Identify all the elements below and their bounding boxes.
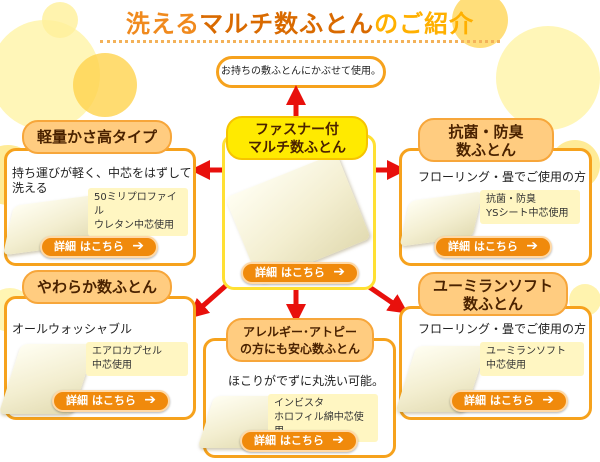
- card-soft-desc: オールウォッシャブル: [12, 322, 133, 336]
- arrow-right-icon: ➔: [333, 264, 345, 280]
- arrow-right-icon: ➔: [132, 238, 144, 254]
- card-yumiran-title: ユーミランソフト数ふとん: [418, 272, 568, 316]
- title-underline: [100, 40, 500, 47]
- arrow-down-left: [188, 280, 232, 319]
- arrow-right-icon: ➔: [542, 392, 554, 408]
- card-yumiran-note: ユーミランソフト中芯使用: [480, 342, 584, 376]
- card-light-detail-button[interactable]: 詳細 はこちら➔: [40, 236, 158, 258]
- card-antibac-title: 抗菌・防臭数ふとん: [418, 118, 554, 162]
- arrow-right-icon: ➔: [332, 432, 344, 448]
- arrow-right-icon: ➔: [144, 392, 156, 408]
- card-soft-detail-button[interactable]: 詳細 はこちら➔: [52, 390, 170, 412]
- top-note: お持ちの敷ふとんにかぶせて使用。: [216, 56, 386, 88]
- card-antibac-detail-button[interactable]: 詳細 はこちら➔: [434, 236, 552, 258]
- card-yumiran-desc: フローリング・畳でご使用の方: [418, 322, 587, 336]
- arrow-right-icon: ➔: [526, 238, 538, 254]
- page-title: 洗えるマルチ数ふとんのご紹介: [125, 10, 475, 38]
- card-soft-note: エアロカプセル中芯使用: [86, 342, 188, 376]
- card-soft-title: やわらか数ふとん: [22, 270, 172, 304]
- card-light-note: 50ミリプロファイルウレタン中芯使用: [88, 188, 188, 236]
- card-yumiran-detail-button[interactable]: 詳細 はこちら➔: [450, 390, 568, 412]
- card-allergy-desc: ほこりがでずに丸洗い可能。: [228, 374, 385, 388]
- card-light-title: 軽量かさ高タイプ: [22, 120, 172, 154]
- center-detail-button[interactable]: 詳細 はこちら➔: [241, 262, 359, 284]
- card-allergy-title: アレルギー･アトピーの方にも安心数ふとん: [226, 318, 374, 362]
- card-light-desc: 持ち運びが軽く、中芯をはずして洗える: [12, 166, 192, 195]
- card-antibac-desc: フローリング・畳でご使用の方: [418, 170, 587, 184]
- center-title: ファスナー付マルチ数ふとん: [226, 116, 368, 160]
- card-allergy-detail-button[interactable]: 詳細 はこちら➔: [240, 430, 358, 452]
